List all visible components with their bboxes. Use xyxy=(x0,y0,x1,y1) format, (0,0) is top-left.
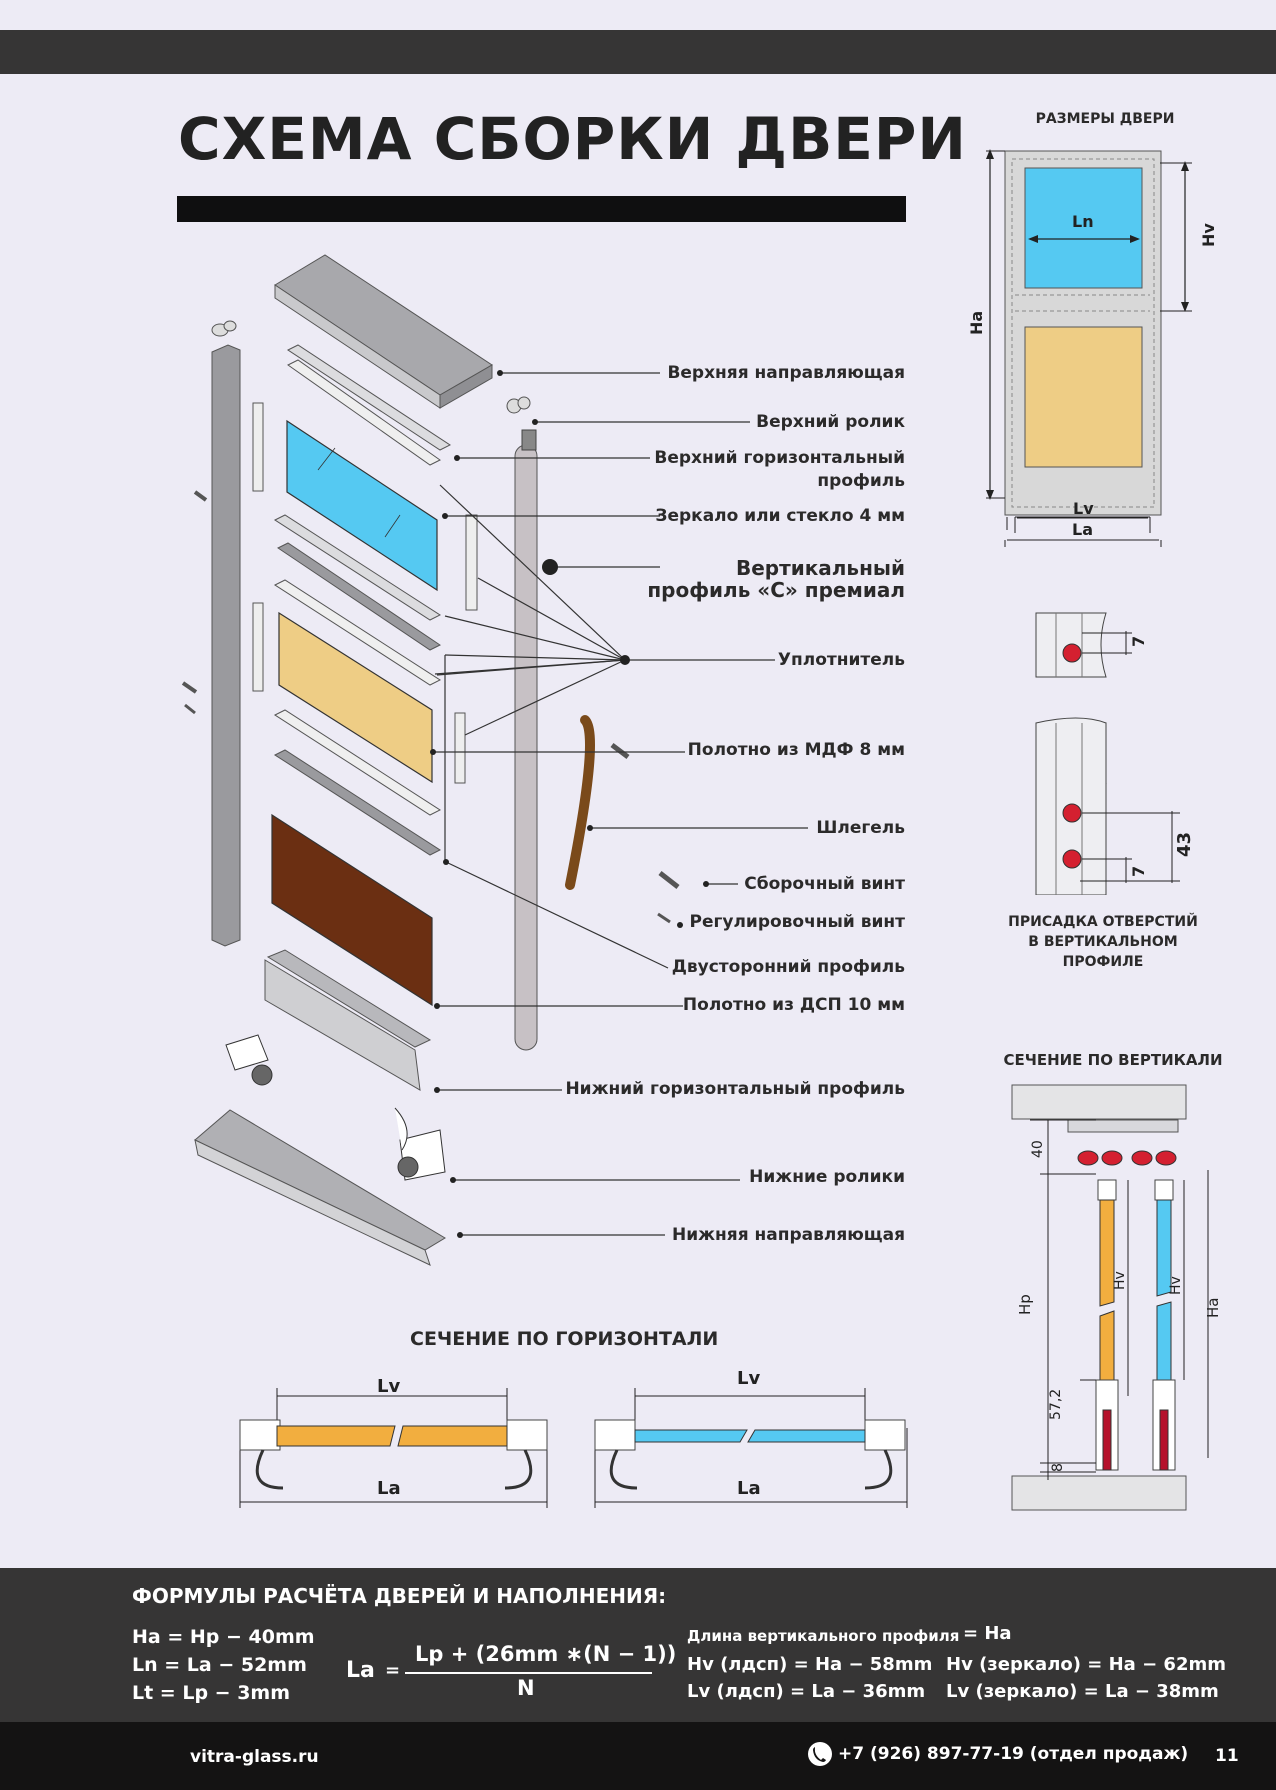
formula-lt: Lt = Lp − 3mm xyxy=(132,1682,291,1704)
leader-dots xyxy=(430,370,709,1238)
label-brush: Шлегель xyxy=(816,818,905,838)
label-adjusting-screw: Регулировочный винт xyxy=(689,912,906,932)
footer-band: vitra-glass.ru +7 (926) 897-77-19 (отдел… xyxy=(0,1722,1276,1790)
left-vertical-profile xyxy=(211,320,241,947)
label-mdf-panel: Полотно из МДФ 8 мм xyxy=(687,740,905,760)
screws-icon xyxy=(181,490,680,924)
formula-lv-mirror: Lv (зеркало) = La − 38mm xyxy=(946,1681,1219,1702)
brush-seal xyxy=(565,715,595,890)
phone-number[interactable]: +7 (926) 897-77-19 (отдел продаж) xyxy=(838,1744,1189,1764)
label-vertical-profile: Вертикальный профиль «С» премиал xyxy=(647,556,905,602)
horizontal-section-diagram: Lv La Lv La xyxy=(239,1368,908,1508)
top-band xyxy=(0,30,1276,74)
horizontal-section-title: СЕЧЕНИЕ ПО ГОРИЗОНТАЛИ xyxy=(410,1328,719,1350)
mdf-panel xyxy=(278,611,433,784)
label-top-horizontal-profile: Верхний горизонтальный профиль xyxy=(654,448,905,491)
label-dsp-panel: Полотно из ДСП 10 мм xyxy=(682,995,905,1015)
vertical-section-title: СЕЧЕНИЕ ПО ВЕРТИКАЛИ xyxy=(1003,1051,1223,1069)
formula-hv-ldsp: Hv (лдсп) = Ha − 58mm xyxy=(687,1654,933,1675)
label-top-roller: Верхний ролик xyxy=(756,412,905,432)
dim-ha: Ha xyxy=(967,311,986,335)
vs-dim-hv1: Hv xyxy=(1112,1271,1128,1290)
title-underline xyxy=(177,196,906,222)
leader-lines xyxy=(433,372,808,1236)
site-link[interactable]: vitra-glass.ru xyxy=(190,1747,319,1767)
formula-vertical-length-label: Длина вертикального профиля xyxy=(687,1627,960,1645)
dim-hv: Hv xyxy=(1199,223,1218,247)
vs-dim-hp: Hp xyxy=(1016,1294,1034,1315)
formula-lv-ldsp: Lv (лдсп) = La − 36mm xyxy=(687,1681,926,1702)
formula-la-lhs: La xyxy=(346,1658,375,1683)
hole-dim-7-top: 7 xyxy=(1129,636,1148,647)
formula-la-eq: = xyxy=(385,1660,401,1681)
formula-ha: Ha = Hp − 40mm xyxy=(132,1626,315,1648)
label-double-profile: Двусторонний профиль xyxy=(671,957,905,977)
phone-icon xyxy=(808,1742,832,1766)
label-assembly-screw: Сборочный винт xyxy=(744,874,905,894)
formula-la-fraction-bar xyxy=(405,1672,652,1674)
label-mirror-glass: Зеркало или стекло 4 мм xyxy=(655,506,905,526)
holes-caption: ПРИСАДКА ОТВЕРСТИЙ В ВЕРТИКАЛЬНОМ ПРОФИЛ… xyxy=(1008,914,1198,970)
formula-vertical-length-value: = Ha xyxy=(963,1623,1012,1644)
label-bottom-horizontal-profile: Нижний горизонтальный профиль xyxy=(565,1079,905,1099)
dsp-panel xyxy=(271,813,433,1007)
top-rail-part xyxy=(274,254,493,409)
assembly-diagram xyxy=(181,254,808,1266)
label-bottom-rail: Нижняя направляющая xyxy=(672,1225,905,1245)
dim-lv: Lv xyxy=(1073,499,1094,518)
vs-dim-40: 40 xyxy=(1030,1140,1046,1158)
bottom-rail-part xyxy=(194,1109,446,1266)
formula-la-denominator: N xyxy=(517,1676,535,1700)
vertical-section-diagram: 40 Hp Hv Hv Ha 57,2 8 xyxy=(1011,1084,1222,1511)
page-title: СХЕМА СБОРКИ ДВЕРИ xyxy=(178,105,967,173)
vs-dim-hv2: Hv xyxy=(1168,1276,1184,1295)
formulas-band: ФОРМУЛЫ РАСЧЁТА ДВЕРЕЙ И НАПОЛНЕНИЯ: Ha … xyxy=(0,1568,1276,1722)
vs-dim-ha: Ha xyxy=(1204,1298,1222,1318)
bottom-rollers-icon xyxy=(225,1034,446,1181)
hs-dim-lv-right: Lv xyxy=(737,1368,760,1389)
dim-la: La xyxy=(1072,520,1093,539)
label-top-rail: Верхняя направляющая xyxy=(667,363,905,383)
right-vertical-profile xyxy=(506,396,538,1051)
hs-dim-lv-left: Lv xyxy=(377,1376,400,1397)
page-number: 11 xyxy=(1215,1746,1239,1766)
hole-dim-43: 43 xyxy=(1174,832,1195,857)
mirror-panel xyxy=(286,419,438,592)
vs-dim-8: 8 xyxy=(1050,1463,1066,1472)
label-seal: Уплотнитель xyxy=(777,650,905,670)
hole-dim-7-bottom: 7 xyxy=(1129,866,1148,877)
holes-diagram: 7 7 43 xyxy=(1035,612,1195,895)
door-dims-title: РАЗМЕРЫ ДВЕРИ xyxy=(1035,111,1175,127)
formulas-title: ФОРМУЛЫ РАСЧЁТА ДВЕРЕЙ И НАПОЛНЕНИЯ: xyxy=(132,1584,667,1608)
hs-dim-la-right: La xyxy=(737,1478,761,1499)
dim-ln: Ln xyxy=(1072,212,1094,231)
formula-hv-mirror: Hv (зеркало) = Ha − 62mm xyxy=(946,1654,1226,1675)
vs-dim-572: 57,2 xyxy=(1048,1389,1064,1420)
formula-la-numerator: Lp + (26mm ∗(N − 1)) xyxy=(415,1642,677,1666)
formula-ln: Ln = La − 52mm xyxy=(132,1654,307,1676)
label-bottom-rollers: Нижние ролики xyxy=(749,1167,905,1187)
hs-dim-la-left: La xyxy=(377,1478,401,1499)
door-dims-diagram: Ln Hv Ha Lv La xyxy=(967,149,1218,547)
